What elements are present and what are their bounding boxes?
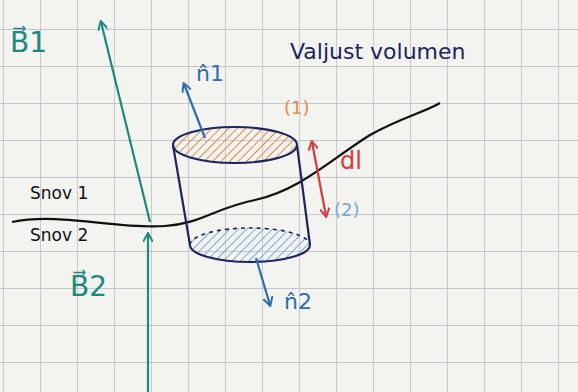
length-label: dl bbox=[340, 148, 362, 174]
n2-normal bbox=[256, 258, 270, 305]
medium-label: Snov 1 bbox=[30, 184, 88, 203]
top-face bbox=[173, 127, 297, 163]
cylinder-side bbox=[173, 145, 190, 245]
b1-vector bbox=[101, 22, 150, 222]
b2-vector bbox=[147, 234, 149, 392]
vector-label: B⃗1 bbox=[10, 28, 47, 59]
dl-arrow bbox=[312, 142, 326, 216]
medium-label: Snov 2 bbox=[30, 226, 88, 245]
boundary-line bbox=[12, 103, 440, 227]
normal-label: n̂2 bbox=[284, 290, 312, 314]
normal-label: n̂1 bbox=[196, 62, 224, 86]
title-note: Valjust volumen bbox=[290, 40, 466, 64]
n1-normal bbox=[184, 84, 205, 138]
surface-label: (2) bbox=[334, 200, 360, 220]
bottom-face bbox=[190, 228, 310, 262]
surface-label: (1) bbox=[284, 98, 310, 118]
vector-label: B⃗2 bbox=[70, 272, 107, 303]
cylinder-side bbox=[297, 145, 310, 245]
cylinder-bottom-hidden bbox=[190, 228, 310, 245]
cylinder-bottom bbox=[190, 245, 310, 262]
